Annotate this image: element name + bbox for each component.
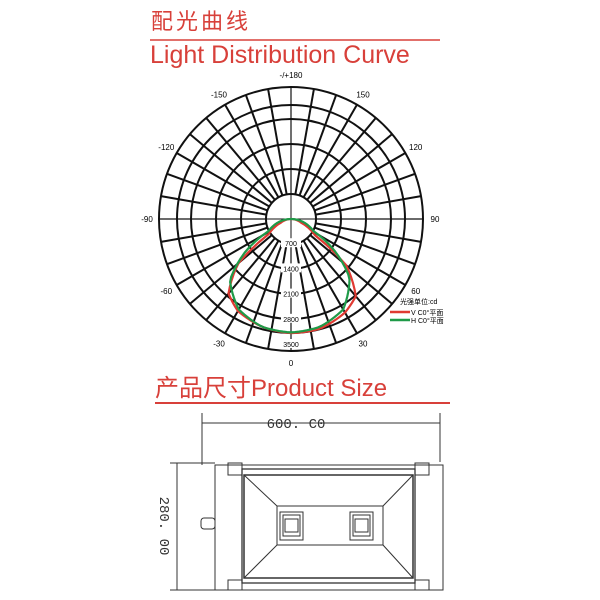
legend-unit: 光强单位:cd: [400, 297, 437, 306]
housing-frame: [241, 468, 416, 584]
polar-spoke: [302, 240, 358, 334]
corner-bracket: [414, 462, 430, 476]
polar-spoke: [189, 234, 273, 305]
angle-label: -90: [141, 215, 153, 224]
polar-spoke: [298, 94, 338, 196]
ring-label-bg: [281, 238, 301, 248]
ring-label: 700: [285, 241, 297, 248]
polar-spoke: [315, 222, 422, 243]
angle-label: 30: [359, 340, 368, 349]
polar-chart: 700 1400 2100 2800 3500 -/+180 -150 150 -120 120 -…: [141, 71, 440, 368]
polar-spoke: [309, 234, 393, 305]
polar-spoke: [298, 242, 338, 344]
corner-bracket: [227, 462, 243, 476]
polar-spoke: [312, 152, 406, 208]
polar-spoke: [205, 237, 276, 321]
legend-label-h: H C0°平面: [411, 317, 444, 325]
ring-label: 3500: [283, 342, 299, 349]
angle-label: 0: [289, 359, 294, 368]
polar-spoke: [244, 242, 284, 344]
polar-spoke: [309, 133, 393, 204]
ring-label-bg: [281, 288, 301, 298]
polar-spoke: [314, 172, 416, 212]
width-label: 600. C0: [267, 417, 326, 433]
polar-spoke: [312, 230, 406, 286]
curve-h: [229, 217, 351, 334]
led-chip-right: [349, 511, 374, 541]
polar-spoke: [176, 230, 270, 286]
polar-spoke: [166, 226, 268, 266]
product-drawing: [170, 413, 444, 591]
angle-label: -60: [161, 287, 173, 296]
ring-label: 2100: [283, 292, 299, 299]
angle-label: -120: [158, 143, 175, 152]
led-chip-left: [279, 511, 304, 541]
polar-spoke: [166, 172, 268, 212]
height-label: 280. 00: [155, 497, 171, 556]
light-distribution-title-en: Light Distribution Curve: [150, 41, 410, 69]
polar-spoke: [302, 104, 358, 198]
legend: 光强单位:cd V C0°平面 H C0°平面: [390, 297, 444, 325]
polar-spoke: [244, 94, 284, 196]
polar-spoke: [315, 195, 422, 216]
cable-connector: [200, 517, 216, 530]
ring-label-bg: [281, 339, 301, 348]
angle-label: 90: [431, 215, 440, 224]
polar-spoke: [306, 117, 377, 201]
polar-spoke: [205, 117, 276, 201]
corner-bracket: [227, 579, 243, 591]
polar-spoke: [224, 240, 280, 334]
housing-outline: [214, 464, 444, 591]
ring-label: 1400: [283, 266, 299, 273]
polar-spoke: [294, 88, 315, 195]
polar-spoke: [176, 152, 270, 208]
polar-spoke: [160, 222, 267, 243]
ring-label-bg: [281, 313, 301, 323]
product-size-title: 产品尺寸Product Size: [155, 375, 388, 402]
angle-label: -150: [211, 90, 228, 99]
polar-spoke: [224, 104, 280, 198]
polar-spoke: [306, 237, 377, 321]
light-distribution-title-cn: 配光曲线: [151, 9, 252, 34]
polar-spoke: [267, 88, 288, 195]
reflector-frame: [243, 474, 414, 579]
polar-spoke: [267, 243, 288, 350]
angle-label: 60: [411, 287, 420, 296]
polar-spoke: [314, 226, 416, 266]
corner-bracket: [414, 579, 430, 591]
ring-label-bg: [281, 263, 301, 273]
polar-spoke: [160, 195, 267, 216]
legend-label-v: V C0°平面: [411, 309, 443, 317]
angle-label: 120: [409, 143, 423, 152]
led-panel: [276, 505, 384, 546]
ring-label: 2800: [283, 317, 299, 324]
angle-label: -30: [213, 340, 225, 349]
angle-label: -/+180: [280, 71, 303, 80]
polar-spoke: [189, 133, 273, 204]
angle-label: 150: [356, 90, 370, 99]
